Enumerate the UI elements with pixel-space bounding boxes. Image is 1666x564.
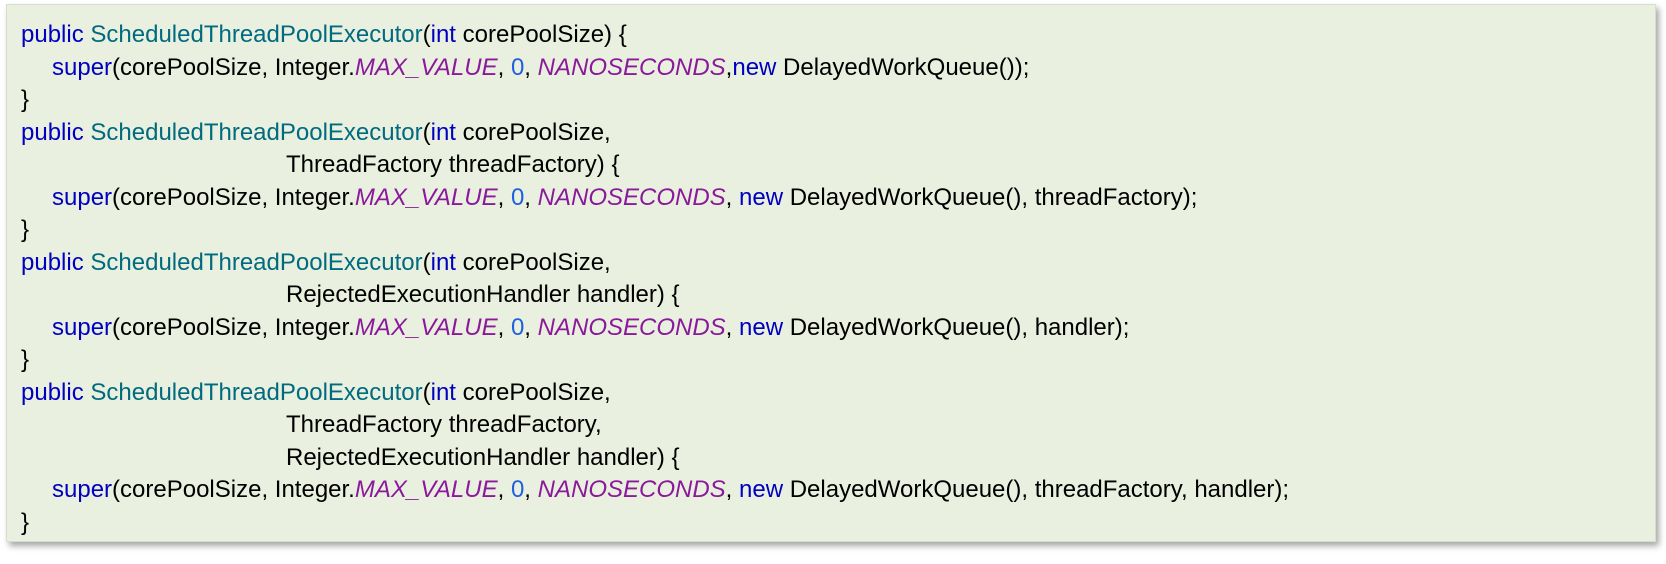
code-line: } (21, 344, 1655, 377)
code-token-kw: int (430, 248, 456, 276)
code-token-plain: ( (422, 118, 431, 146)
code-token-plain: , (497, 53, 511, 81)
code-token-plain: DelayedWorkQueue()); (776, 53, 1030, 81)
code-token-plain: , (725, 53, 733, 81)
code-token-kw: public (21, 248, 84, 276)
code-token-plain: , (524, 313, 538, 341)
code-token-plain: ThreadFactory threadFactory) { (286, 151, 620, 178)
code-line: ThreadFactory threadFactory) { (21, 149, 1655, 182)
code-token-const: MAX_VALUE (354, 476, 498, 503)
code-token-cls: ScheduledThreadPoolExecutor (90, 21, 423, 48)
code-token-plain: ( (422, 378, 431, 406)
code-line: } (21, 507, 1655, 540)
code-token-plain: DelayedWorkQueue(), threadFactory); (783, 183, 1198, 211)
code-token-kw: public (21, 118, 84, 146)
code-token-plain: ( (422, 21, 431, 48)
code-line: public ScheduledThreadPoolExecutor(int c… (21, 247, 1655, 280)
code-token-const: NANOSECONDS (537, 313, 726, 341)
code-token-plain: , (725, 183, 740, 211)
code-token-kw: super (52, 476, 113, 503)
code-body: public ScheduledThreadPoolExecutor(int c… (21, 19, 1655, 539)
code-token-plain: corePoolSize, (455, 378, 611, 406)
code-token-plain: (corePoolSize, Integer. (112, 313, 355, 341)
code-token-kw: super (52, 313, 113, 341)
code-token-kw: new (739, 183, 784, 211)
code-token-plain: DelayedWorkQueue(), handler); (783, 313, 1130, 341)
code-token-plain: } (21, 86, 30, 113)
code-token-const: MAX_VALUE (354, 183, 498, 211)
code-token-kw: new (739, 313, 784, 341)
code-token-plain: } (21, 508, 30, 536)
code-token-kw: super (52, 53, 113, 81)
code-token-num: 0 (510, 313, 525, 341)
code-line: RejectedExecutionHandler handler) { (21, 442, 1655, 475)
code-token-plain: , (524, 476, 538, 503)
code-line: super(corePoolSize, Integer.MAX_VALUE, 0… (21, 182, 1655, 215)
code-token-kw: super (52, 183, 113, 211)
code-token-plain: ThreadFactory threadFactory, (286, 411, 602, 438)
code-token-plain: ( (422, 248, 431, 276)
code-token-plain: RejectedExecutionHandler handler) { (286, 443, 680, 471)
code-token-kw: int (430, 21, 456, 48)
code-token-const: NANOSECONDS (537, 53, 726, 81)
code-panel: public ScheduledThreadPoolExecutor(int c… (6, 4, 1656, 542)
code-token-kw: new (732, 53, 777, 81)
code-token-plain: , (497, 313, 511, 341)
code-token-const: NANOSECONDS (537, 476, 726, 503)
code-token-plain: , (497, 183, 511, 211)
code-token-plain: (corePoolSize, Integer. (112, 183, 355, 211)
code-token-plain: , (725, 476, 740, 503)
code-token-num: 0 (510, 476, 525, 503)
code-line: RejectedExecutionHandler handler) { (21, 279, 1655, 312)
code-token-plain: } (21, 346, 30, 373)
code-token-const: MAX_VALUE (354, 53, 498, 81)
code-token-const: MAX_VALUE (354, 313, 498, 341)
code-token-plain: RejectedExecutionHandler handler) { (286, 281, 680, 308)
code-line: ThreadFactory threadFactory, (21, 409, 1655, 442)
code-line: super(corePoolSize, Integer.MAX_VALUE, 0… (21, 52, 1655, 85)
code-token-plain: corePoolSize) { (455, 21, 627, 48)
code-line: } (21, 84, 1655, 117)
code-token-plain: , (725, 313, 740, 341)
code-token-plain: (corePoolSize, Integer. (112, 53, 355, 81)
code-token-plain: } (21, 216, 30, 243)
code-line: public ScheduledThreadPoolExecutor(int c… (21, 117, 1655, 150)
code-token-plain: , (497, 476, 511, 503)
code-line: super(corePoolSize, Integer.MAX_VALUE, 0… (21, 474, 1655, 507)
code-token-plain: (corePoolSize, Integer. (112, 476, 355, 503)
code-token-plain: corePoolSize, (455, 118, 611, 146)
code-line: public ScheduledThreadPoolExecutor(int c… (21, 19, 1655, 52)
code-token-kw: new (739, 476, 784, 503)
code-token-num: 0 (510, 183, 525, 211)
code-token-cls: ScheduledThreadPoolExecutor (90, 118, 423, 146)
code-token-kw: public (21, 378, 84, 406)
code-token-plain: , (524, 183, 538, 211)
code-token-plain: DelayedWorkQueue(), threadFactory, handl… (783, 476, 1290, 503)
code-line: } (21, 214, 1655, 247)
code-token-kw: int (430, 378, 456, 406)
code-token-num: 0 (510, 53, 525, 81)
code-line: super(corePoolSize, Integer.MAX_VALUE, 0… (21, 312, 1655, 345)
code-token-kw: public (21, 21, 84, 48)
code-token-const: NANOSECONDS (537, 183, 726, 211)
code-line: public ScheduledThreadPoolExecutor(int c… (21, 377, 1655, 410)
code-token-plain: corePoolSize, (455, 248, 611, 276)
code-token-plain: , (524, 53, 538, 81)
code-token-kw: int (430, 118, 456, 146)
code-token-cls: ScheduledThreadPoolExecutor (90, 378, 423, 406)
code-token-cls: ScheduledThreadPoolExecutor (90, 248, 423, 276)
